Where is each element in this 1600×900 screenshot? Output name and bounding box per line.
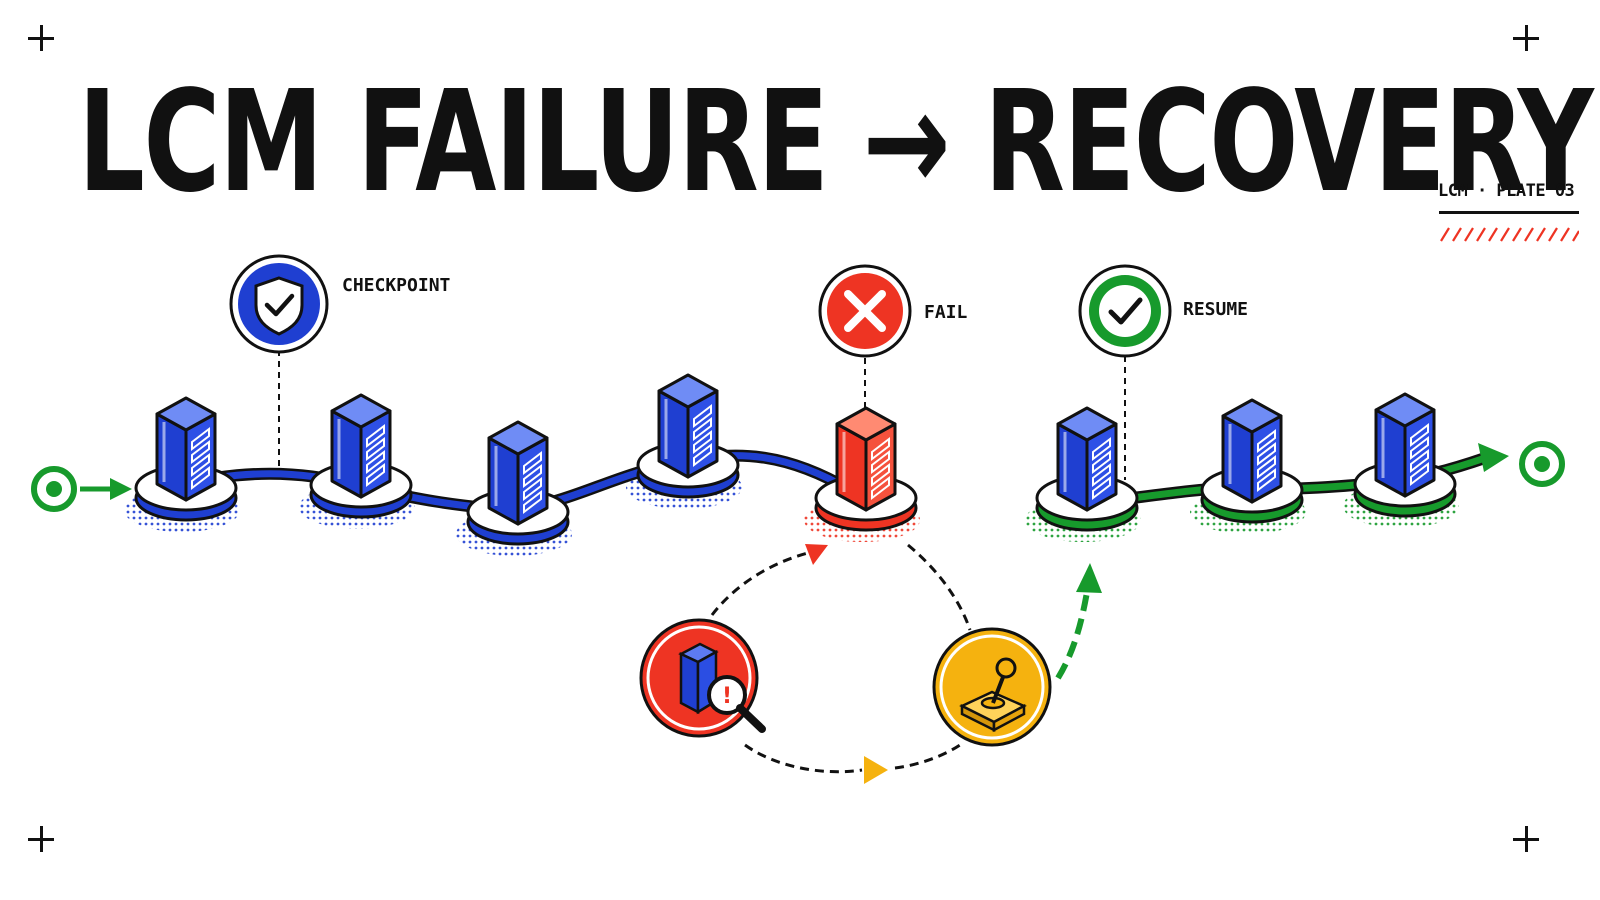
server-nodes	[124, 373, 1459, 556]
corner-mark-bottom-right	[1513, 826, 1539, 852]
recovery-loop-arrow-diagnose	[710, 551, 809, 616]
resume-callout	[1078, 264, 1172, 358]
loop-arrowhead	[864, 756, 888, 784]
fail-callout	[818, 264, 912, 358]
checkpoint-callout	[229, 254, 329, 354]
corner-mark-top-left	[28, 25, 54, 51]
control-circle	[932, 627, 1052, 747]
plate-rule	[1439, 211, 1579, 214]
fail-label: FAIL	[924, 302, 968, 323]
end-node-icon	[1519, 441, 1565, 487]
server-node-4	[626, 373, 742, 509]
plate-label: LCM · PLATE 03	[1438, 181, 1575, 201]
server-node-7	[1190, 398, 1306, 534]
server-node-3	[456, 420, 572, 556]
corner-mark-bottom-left	[28, 826, 54, 852]
check-circle-icon	[1108, 297, 1143, 325]
checkpoint-label: CHECKPOINT	[342, 275, 451, 296]
recovery-arrow-control-to-resume	[1055, 591, 1090, 680]
plate-hatch	[1440, 227, 1579, 242]
server-node-1	[124, 396, 240, 532]
shield-check-icon	[254, 276, 304, 336]
x-circle-icon	[844, 290, 886, 332]
corner-mark-top-right	[1513, 25, 1539, 51]
resume-label: RESUME	[1183, 299, 1249, 320]
server-search-alert-icon: !	[678, 642, 766, 733]
start-node-icon	[31, 466, 132, 512]
server-node-8	[1343, 392, 1459, 528]
svg-text:!: !	[722, 684, 732, 709]
recovery-loop-diagnose-to-control	[744, 743, 961, 774]
server-node-6	[1025, 406, 1141, 542]
diagnose-circle: !	[639, 618, 766, 738]
server-node-2	[299, 393, 415, 529]
server-node-5	[804, 406, 920, 542]
recovery-loop-fail-to-control	[907, 543, 972, 631]
end-arrowhead	[1478, 443, 1509, 472]
joystick-icon	[959, 657, 1027, 733]
